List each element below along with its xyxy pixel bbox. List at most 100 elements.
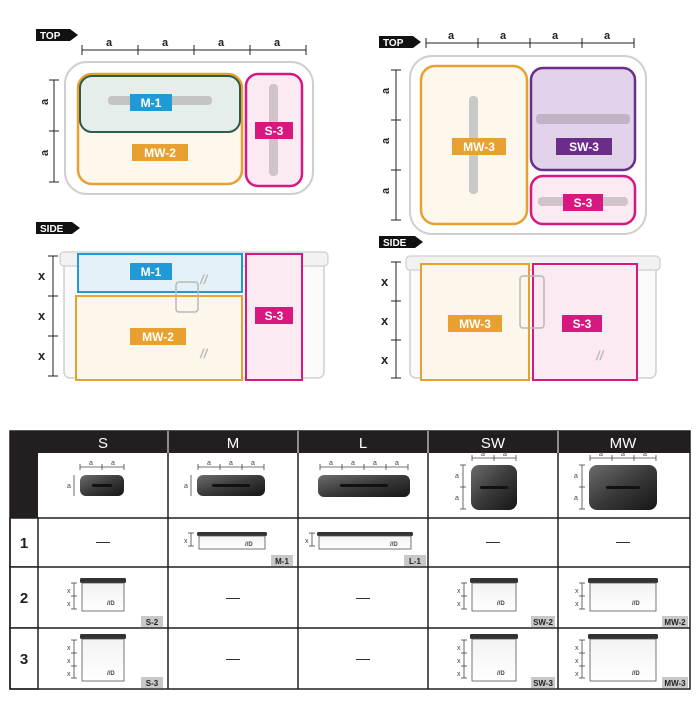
dash-cell: — — [96, 533, 110, 549]
lid-top-mw: a a a a a — [574, 451, 657, 510]
dim-a-label: a — [455, 495, 459, 502]
dash-cell: — — [356, 589, 370, 605]
code-badge — [662, 616, 688, 627]
label-mw-3: MW-3 — [459, 317, 491, 331]
label-tag-mw — [452, 138, 506, 155]
dim-a-label: a — [448, 30, 455, 42]
dim-x-label: x — [575, 601, 579, 608]
case-side-sw-2: x x //D — [457, 578, 518, 612]
label-s-3: S-3 — [265, 124, 284, 138]
dim-x-label: x — [67, 601, 71, 608]
case-side-mw-3: x x x //D — [575, 634, 658, 682]
latch — [175, 281, 199, 313]
label-tag-s — [255, 307, 293, 324]
dim-x-label: x — [381, 352, 389, 367]
dim-line-x-left — [48, 255, 58, 377]
logo-mark: //D — [497, 671, 505, 677]
column-header-l: L — [359, 435, 367, 452]
code-badge — [662, 677, 688, 688]
label-tag-mw — [448, 315, 502, 332]
logo-mark: //D — [497, 601, 505, 607]
dash-cell: — — [356, 650, 370, 666]
right-top-view: TOP a a a a a a a — [379, 30, 647, 235]
dash-cell: — — [226, 589, 240, 605]
lid-top-l: a a a a — [318, 460, 410, 497]
label-m-1: M-1 — [141, 96, 162, 110]
dim-x-label: x — [67, 588, 71, 595]
column-header-s: S — [98, 435, 108, 452]
dim-x-label: x — [457, 671, 461, 678]
label-tag-s — [255, 122, 293, 139]
label-s-3: S-3 — [573, 317, 592, 331]
logo-mark: //D — [632, 601, 640, 607]
code-sw-2: SW-2 — [533, 618, 553, 627]
code-badge — [531, 677, 555, 688]
view-tag-text: TOP — [40, 31, 61, 42]
dim-a-label: a — [643, 451, 647, 458]
left-top-view: TOP a a a a a a — [36, 29, 314, 195]
dim-x-label: x — [457, 601, 461, 608]
table-header-bar — [10, 431, 690, 453]
code-s-2: S-2 — [146, 618, 159, 627]
size-table: S M L SW MW 1 2 3 a a a — [9, 430, 691, 690]
table-grid — [9, 430, 691, 690]
latch — [519, 275, 545, 329]
code-mw-2: MW-2 — [664, 618, 686, 627]
view-tag-text: SIDE — [40, 224, 64, 235]
dim-x-label: x — [457, 645, 461, 652]
dim-x-label: x — [38, 308, 46, 323]
code-s-3: S-3 — [146, 679, 159, 688]
dim-a-label: a — [373, 460, 377, 467]
case-side-mw-2: x x //D — [575, 578, 658, 612]
lid-top-sw: a a a a — [455, 451, 517, 510]
code-badge — [531, 616, 555, 627]
dim-x-label: x — [381, 274, 389, 289]
view-tag-top-left: TOP — [36, 29, 78, 42]
logo-mark: // — [199, 346, 209, 361]
row-label-3: 3 — [20, 651, 28, 668]
column-header-mw: MW — [610, 435, 637, 452]
code-badge — [141, 616, 163, 627]
view-tag-text: SIDE — [383, 238, 407, 249]
label-mw-2: MW-2 — [142, 330, 174, 344]
dim-x-label: x — [38, 268, 46, 283]
dim-a-label: a — [274, 37, 281, 49]
table-corner — [10, 431, 38, 453]
dim-x-label: x — [457, 658, 461, 665]
dim-a-label: a — [89, 460, 93, 467]
view-tag-text: TOP — [383, 38, 404, 49]
label-mw-3: MW-3 — [463, 140, 495, 154]
dim-a-label: a — [621, 451, 625, 458]
label-tag-m — [130, 94, 172, 111]
dim-a-label: a — [380, 137, 392, 144]
label-tag-s — [563, 194, 603, 211]
lid-top-s: a a a — [67, 460, 125, 496]
code-badge — [141, 677, 163, 688]
box-mw-2-side — [75, 295, 243, 381]
label-tag-mw — [130, 328, 186, 345]
dim-a-label: a — [162, 37, 169, 49]
dim-a-label: a — [500, 30, 507, 42]
dim-a-label: a — [380, 187, 392, 194]
right-side-view: SIDE x x x // MW-3 S-3 — [379, 236, 661, 381]
dash-cell: — — [226, 650, 240, 666]
logo-mark: //D — [107, 601, 115, 607]
dim-a-label: a — [111, 460, 115, 467]
label-m-1: M-1 — [141, 265, 162, 279]
dim-a-label: a — [184, 483, 188, 490]
case-side-s-2: x x //D — [67, 578, 126, 612]
dim-a-label: a — [106, 37, 113, 49]
dim-a-label: a — [67, 483, 71, 490]
dim-line-a-vertical-right — [391, 69, 401, 221]
dim-x-label: x — [381, 313, 389, 328]
case-side-m-1: x //D — [184, 532, 267, 550]
dim-a-label: a — [251, 460, 255, 467]
logo-mark: //D — [107, 671, 115, 677]
dim-a-label: a — [599, 451, 603, 458]
dim-x-label: x — [305, 538, 309, 545]
dim-a-label: a — [207, 460, 211, 467]
table-header-dividers — [167, 431, 559, 453]
dim-a-label: a — [604, 30, 611, 42]
row-label-1: 1 — [20, 535, 28, 552]
